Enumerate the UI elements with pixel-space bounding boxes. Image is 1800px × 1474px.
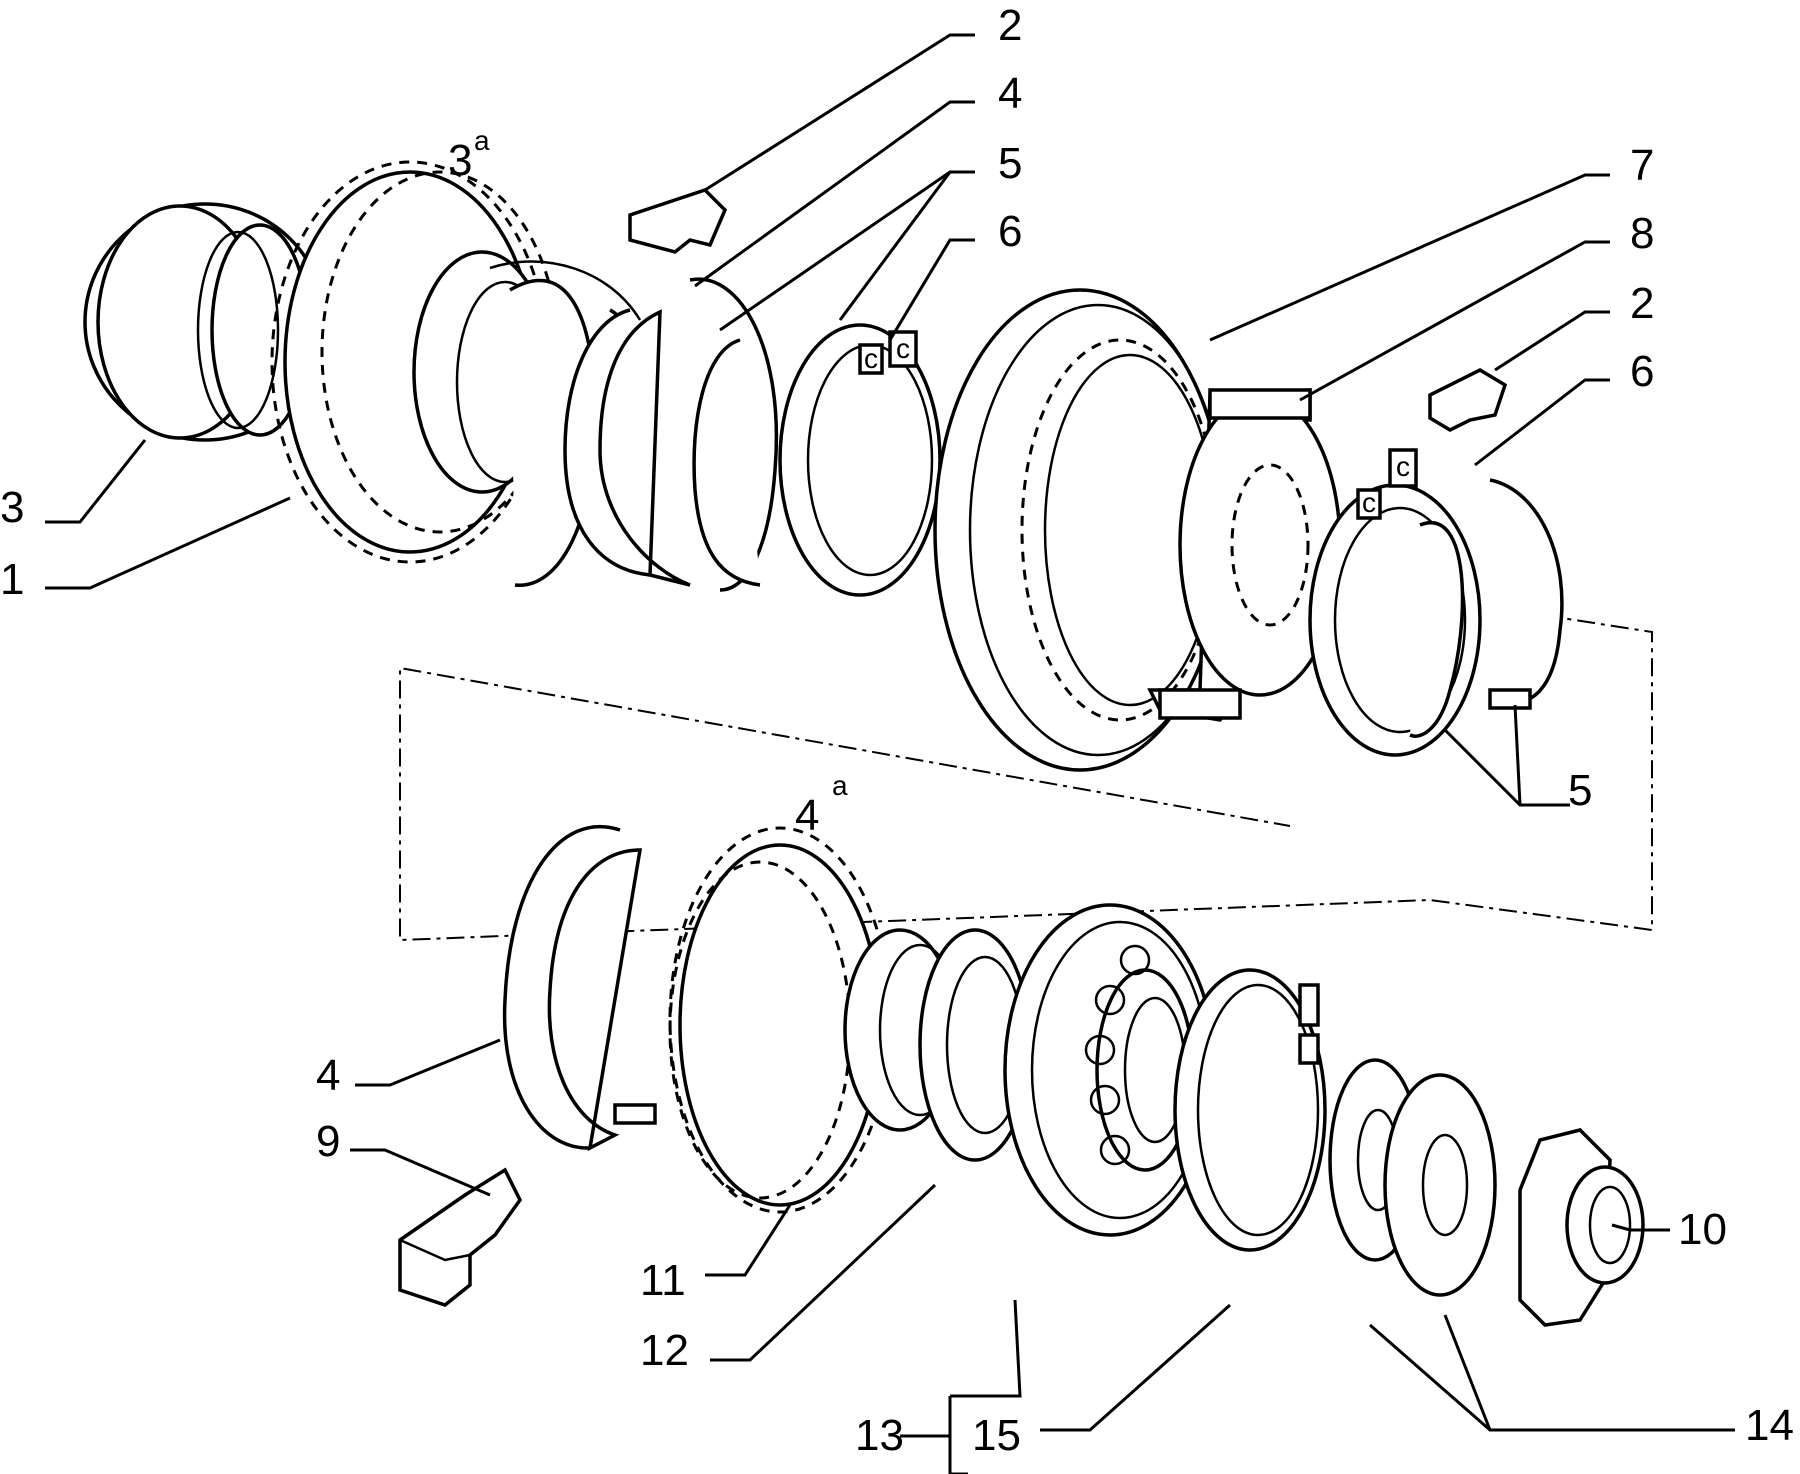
part-2-key-upper [628, 187, 728, 254]
callout-4a: 4 [795, 791, 819, 840]
part-9-shift-pad [398, 1167, 523, 1307]
bracket-13-15 [948, 1394, 968, 1474]
callout-4-upper: 4 [998, 69, 1022, 118]
callout-2-upper: 2 [998, 1, 1022, 50]
clip-mark-upper-2: c [864, 343, 878, 374]
callout-5-upper: 5 [998, 139, 1022, 188]
clip-mark-right-2: c [1362, 487, 1376, 518]
callout-6-upper: 6 [998, 207, 1022, 256]
callout-3: 3 [0, 483, 24, 532]
part-14-washers [1328, 1058, 1497, 1297]
part-11-gear-lower [668, 826, 962, 1214]
callout-14: 14 [1745, 1401, 1794, 1450]
part-8-hub [1147, 388, 1342, 722]
callout-12: 12 [640, 1326, 689, 1375]
callout-4-lower: 4 [316, 1051, 340, 1100]
callout-2-right: 2 [1630, 279, 1654, 328]
clip-mark-upper-1: c [896, 333, 910, 364]
callout-3a: 3 [448, 136, 472, 185]
dashed-assembly-boundary [399, 609, 1653, 942]
callout-13: 13 [855, 1411, 904, 1460]
callout-6-right: 6 [1630, 347, 1654, 396]
part-10-nut [1518, 1128, 1645, 1327]
part-3-bearing-race [83, 202, 327, 442]
part-6-spring-ring-upper: c c [778, 323, 942, 597]
callout-5-right: 5 [1568, 766, 1592, 815]
callout-9: 9 [316, 1117, 340, 1166]
part-5-synchro-ring-upper [563, 308, 691, 587]
callout-10: 10 [1678, 1205, 1727, 1254]
part-5-synchro-ring-right [1409, 478, 1564, 738]
part-15-ball-bearing [1003, 903, 1217, 1237]
callout-8: 8 [1630, 209, 1654, 258]
callout-1: 1 [0, 555, 24, 604]
callout-15: 15 [972, 1411, 1021, 1460]
callout-7: 7 [1630, 141, 1654, 190]
part-snap-ring [1173, 968, 1327, 1252]
part-4-synchro-cone-upper [689, 277, 779, 592]
callout-4a-sup: a [832, 770, 848, 801]
clip-mark-right-1: c [1396, 451, 1410, 482]
callout-11: 11 [640, 1256, 686, 1305]
part-2-key-right [1428, 368, 1508, 432]
leader-lines [45, 33, 1735, 1432]
part-4-half-ring-lower [502, 824, 657, 1152]
callout-3a-sup: a [474, 125, 490, 156]
